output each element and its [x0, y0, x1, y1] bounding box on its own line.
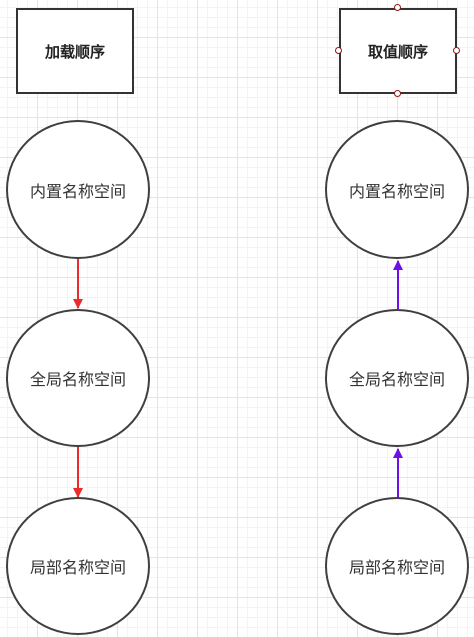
node-label: 内置名称空间 [348, 181, 445, 201]
lookup-order-title: 取值顺序 [367, 42, 428, 61]
left-global-namespace-node[interactable]: 全局名称空间 [6, 309, 150, 447]
load-order-title: 加载顺序 [44, 42, 105, 61]
node-label: 内置名称空间 [29, 181, 126, 201]
right-global-namespace-node[interactable]: 全局名称空间 [325, 309, 469, 447]
right-builtin-namespace-node[interactable]: 内置名称空间 [325, 120, 469, 259]
resize-handle-top[interactable] [394, 4, 401, 11]
left-local-namespace-node[interactable]: 局部名称空间 [6, 497, 150, 635]
node-label: 局部名称空间 [29, 558, 126, 577]
node-label: 全局名称空间 [29, 370, 126, 389]
node-label: 局部名称空间 [348, 558, 445, 577]
node-label: 全局名称空间 [348, 370, 445, 389]
load-order-title-box[interactable]: 加载顺序 [16, 8, 134, 94]
resize-handle-left[interactable] [335, 47, 342, 54]
lookup-order-title-box[interactable]: 取值顺序 [339, 8, 457, 94]
left-builtin-namespace-node[interactable]: 内置名称空间 [6, 120, 150, 259]
resize-handle-right[interactable] [453, 47, 460, 54]
right-local-namespace-node[interactable]: 局部名称空间 [325, 497, 469, 635]
resize-handle-bottom[interactable] [394, 90, 401, 97]
